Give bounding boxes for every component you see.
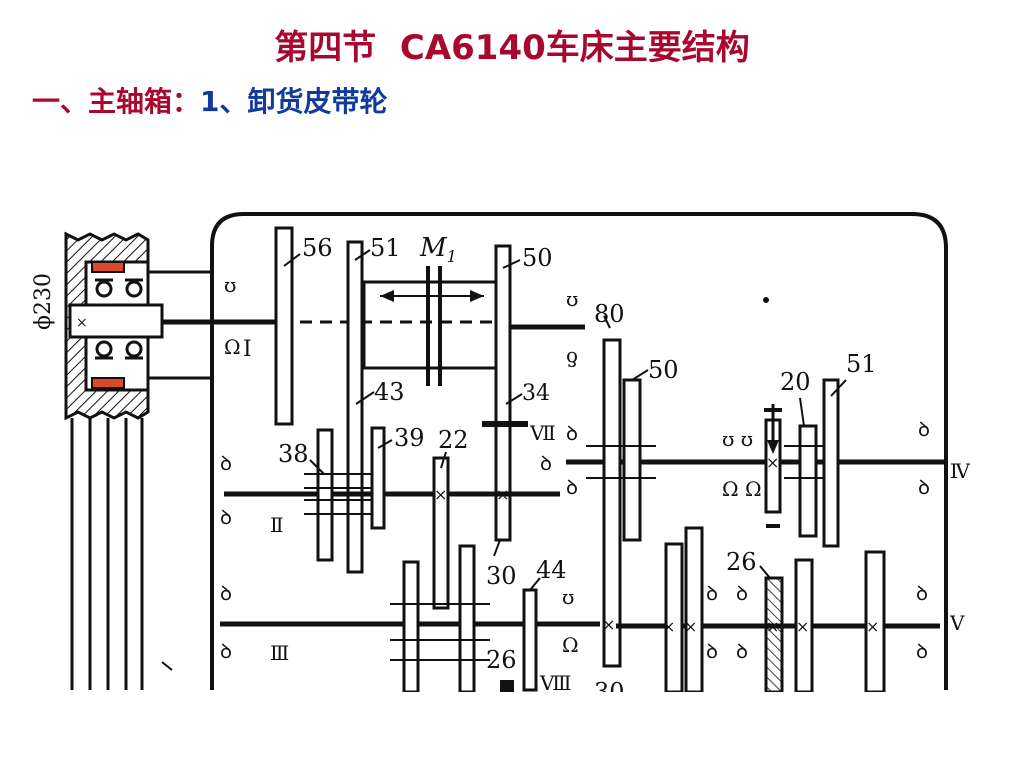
svg-text:ƍ: ƍ (566, 343, 578, 368)
svg-text:ʊ ʊ: ʊ ʊ (722, 427, 753, 451)
svg-text:×: × (496, 485, 509, 504)
shaft-III: ꝺ ꝺ Ⅲ 44 26 Ⅷ ʊ Ω 30 × (220, 544, 625, 706)
svg-text:ꝺ: ꝺ (706, 581, 718, 605)
svg-text:22: 22 (438, 426, 469, 454)
svg-text:ʊ: ʊ (224, 273, 236, 297)
svg-text:26: 26 (486, 646, 517, 674)
svg-text:Ω: Ω (562, 633, 579, 657)
gear-50-shaft-I: 50 (494, 244, 553, 542)
svg-text:ꝺ: ꝺ (706, 639, 718, 663)
svg-text:ꝺ: ꝺ (736, 639, 748, 663)
svg-text:51: 51 (370, 234, 401, 262)
shaft-II-label: Ⅱ (270, 513, 284, 537)
svg-text:×: × (866, 617, 879, 636)
svg-text:ꝺ: ꝺ (566, 421, 578, 445)
svg-text:ꝺ: ꝺ (220, 581, 232, 605)
headstock-housing (210, 212, 948, 690)
shaft-II: ꝺ ꝺ Ⅱ 38 43 39 22 × 30 × (220, 378, 560, 610)
shaft-IV-label: Ⅳ (950, 459, 971, 483)
shaft-IV: ꝺ ꝺ ꝺ ʊ ƍ Ⅳ ꝺ ꝺ 80 50 ʊ ʊ Ω Ω × 20 (540, 287, 971, 668)
svg-text:20: 20 (780, 368, 811, 396)
svg-text:×: × (796, 617, 809, 636)
shaft-VIII-label: Ⅷ (539, 671, 572, 695)
gear-56: 56 (274, 226, 333, 426)
svg-text:26: 26 (726, 548, 757, 576)
svg-text:×: × (76, 315, 88, 331)
svg-text:50: 50 (648, 356, 679, 384)
svg-text:80: 80 (594, 300, 625, 328)
bearing-pad-top (91, 261, 125, 273)
svg-text:×: × (766, 453, 779, 472)
subtitle-item: 1、卸货皮带轮 (200, 85, 388, 118)
svg-text:ꝺ: ꝺ (540, 451, 552, 475)
subtitle-prefix: 一、主轴箱： (32, 85, 201, 118)
shaft-I-label: I (243, 337, 252, 362)
pulley-diameter-label: ϕ230 (31, 273, 56, 330)
svg-text:×: × (684, 617, 697, 636)
svg-text:×: × (766, 617, 779, 636)
svg-text:Ω Ω: Ω Ω (722, 477, 762, 501)
svg-text:ꝺ: ꝺ (220, 505, 232, 529)
svg-text:ꝺ: ꝺ (918, 417, 930, 441)
shaft-III-label: Ⅲ (270, 641, 289, 665)
shaft-VII-label: Ⅶ (529, 421, 556, 445)
clutch-label: M1 (419, 233, 457, 266)
section-subtitle: 一、主轴箱：1、卸货皮带轮 (32, 80, 388, 120)
svg-text:ꝺ: ꝺ (220, 451, 232, 475)
svg-text:34: 34 (522, 381, 550, 406)
svg-text:30: 30 (486, 562, 517, 590)
svg-text:×: × (662, 617, 675, 636)
shaft-I: ʊ Ω I (162, 273, 585, 362)
svg-text:ʊ: ʊ (566, 287, 578, 311)
svg-text:ꝺ: ꝺ (916, 639, 928, 663)
svg-text:×: × (434, 485, 447, 504)
svg-text:ꝺ: ꝺ (916, 581, 928, 605)
svg-text:44: 44 (536, 556, 567, 584)
svg-text:ꝺ: ꝺ (566, 475, 578, 499)
svg-text:Ω: Ω (224, 335, 241, 359)
svg-text:39: 39 (394, 424, 425, 452)
svg-text:51: 51 (846, 350, 877, 378)
bearing-pad-bottom (91, 377, 125, 389)
shaft-V: V × × ꝺ ꝺ ꝺ ꝺ 26 × × × ꝺ ꝺ (161, 526, 965, 694)
svg-text:43: 43 (374, 378, 405, 406)
svg-text:56: 56 (302, 234, 333, 262)
svg-text:ʊ: ʊ (562, 585, 574, 609)
svg-text:×: × (602, 615, 615, 634)
svg-text:50: 50 (522, 244, 553, 272)
slide-title: 第四节 CA6140车床主要结构 (274, 28, 750, 68)
unloading-pulley: × ϕ230 (31, 231, 164, 690)
shaft-VII: 34 Ⅶ (482, 381, 556, 445)
svg-text:ꝺ: ꝺ (220, 639, 232, 663)
shaft-V-label: V (949, 611, 965, 635)
svg-text:38: 38 (278, 440, 309, 468)
svg-text:ꝺ: ꝺ (736, 581, 748, 605)
gear-51-shaft-I: 51 (346, 234, 401, 574)
svg-text:ꝺ: ꝺ (918, 475, 930, 499)
